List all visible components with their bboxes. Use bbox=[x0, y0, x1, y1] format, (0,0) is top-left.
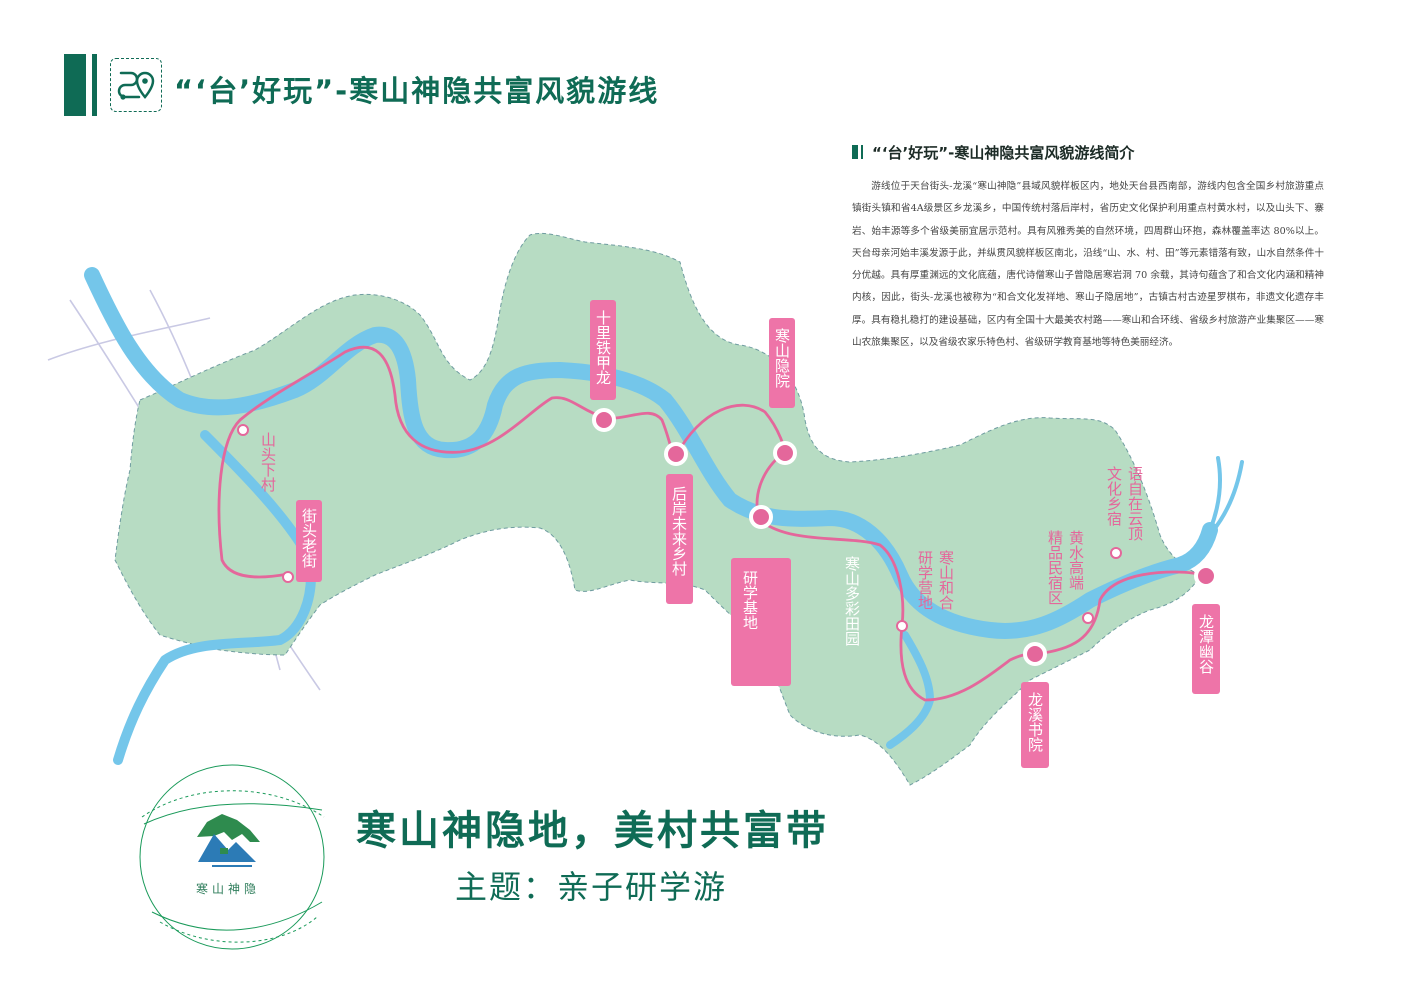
logo-text: 寒山神隐 bbox=[196, 882, 261, 896]
stop-label-shilitiejialong: 十里铁甲龙 bbox=[594, 310, 612, 385]
stop-label-hanshanyinyuan: 寒山隐院 bbox=[773, 327, 791, 389]
hanshan-shenyin-logo: 寒山神隐 bbox=[132, 762, 332, 952]
stop-label-box bbox=[666, 474, 693, 604]
stop-label-yuzizai-1: 语自在云顶 bbox=[1126, 466, 1144, 541]
stop-label-heheyingdi-1: 寒山和合 bbox=[937, 549, 955, 610]
stop-label-huangshui-1: 黄水高端 bbox=[1067, 530, 1085, 590]
header-bar-thick bbox=[64, 54, 86, 116]
stop-label-box bbox=[296, 500, 322, 582]
stop-label-huangshui-2: 精品民宿区 bbox=[1046, 530, 1064, 605]
land-region bbox=[114, 232, 1201, 786]
stop-label-houanweilaixiangcun: 后岸未来乡村 bbox=[670, 486, 688, 576]
intro-marker bbox=[852, 145, 858, 159]
minor-stop-marker[interactable] bbox=[282, 571, 294, 583]
stop-label-box bbox=[731, 558, 791, 686]
intro-body: 游线位于天台街头-龙溪“寒山神隐”县域风貌样板区内，地处天台县西南部，游线内包含… bbox=[852, 181, 1324, 349]
tributary-river bbox=[1208, 456, 1222, 532]
intro-title: “‘台’好玩”-寒山神隐共富风貌游线简介 bbox=[872, 144, 1135, 162]
header-bar-thin bbox=[92, 54, 97, 116]
major-stop-marker[interactable] bbox=[749, 505, 773, 529]
minor-stop-labels: 山头下村 寒山和合 研学营地 黄水高端 精品民宿区 语自在云顶 文化乡宿 bbox=[259, 432, 1144, 610]
intro-heading: “‘台’好玩”-寒山神隐共富风貌游线简介 bbox=[852, 142, 1324, 164]
stop-label-yanxuejidi-line2: 研学基地 bbox=[741, 570, 759, 630]
tributary-river bbox=[113, 430, 316, 765]
major-stop-marker[interactable] bbox=[1023, 642, 1047, 666]
stop-label-jietoulaojie: 街头老街 bbox=[300, 508, 318, 568]
minor-stop-marker[interactable] bbox=[1110, 547, 1122, 559]
page-title: “‘台’好玩”-寒山神隐共富风貌游线 bbox=[174, 74, 660, 108]
stop-label-shantouxiacun: 山头下村 bbox=[259, 432, 277, 492]
intro-marker-thin bbox=[861, 145, 863, 159]
stop-label-longtanyougu: 龙潭幽谷 bbox=[1197, 614, 1215, 674]
minor-stop-marker[interactable] bbox=[237, 424, 249, 436]
slogan: 寒山神隐地，美村共富带 bbox=[356, 808, 829, 854]
stop-label-box bbox=[1021, 682, 1049, 768]
major-stop-marker[interactable] bbox=[1194, 564, 1218, 588]
route-pin-icon bbox=[110, 58, 162, 112]
major-stop-marker[interactable] bbox=[664, 442, 688, 466]
stop-label-box bbox=[590, 300, 616, 400]
stop-label-yuzizai-2: 文化乡宿 bbox=[1105, 466, 1123, 526]
major-stop-marker[interactable] bbox=[592, 408, 616, 432]
stop-markers bbox=[237, 408, 1218, 666]
intro-panel: “‘台’好玩”-寒山神隐共富风貌游线简介 游线位于天台街头-龙溪“寒山神隐”县域… bbox=[852, 142, 1324, 354]
stop-label-heheyingdi-2: 研学营地 bbox=[916, 550, 934, 610]
stop-label-box bbox=[1192, 604, 1220, 694]
theme: 主题：亲子研学游 bbox=[455, 868, 728, 906]
minor-stop-marker[interactable] bbox=[896, 620, 908, 632]
minor-stop-marker[interactable] bbox=[1082, 612, 1094, 624]
stop-label-box bbox=[769, 318, 795, 408]
tributary-river bbox=[1210, 460, 1244, 534]
major-stop-marker[interactable] bbox=[773, 441, 797, 465]
stop-label-longxishuyuan: 龙溪书院 bbox=[1026, 692, 1044, 753]
